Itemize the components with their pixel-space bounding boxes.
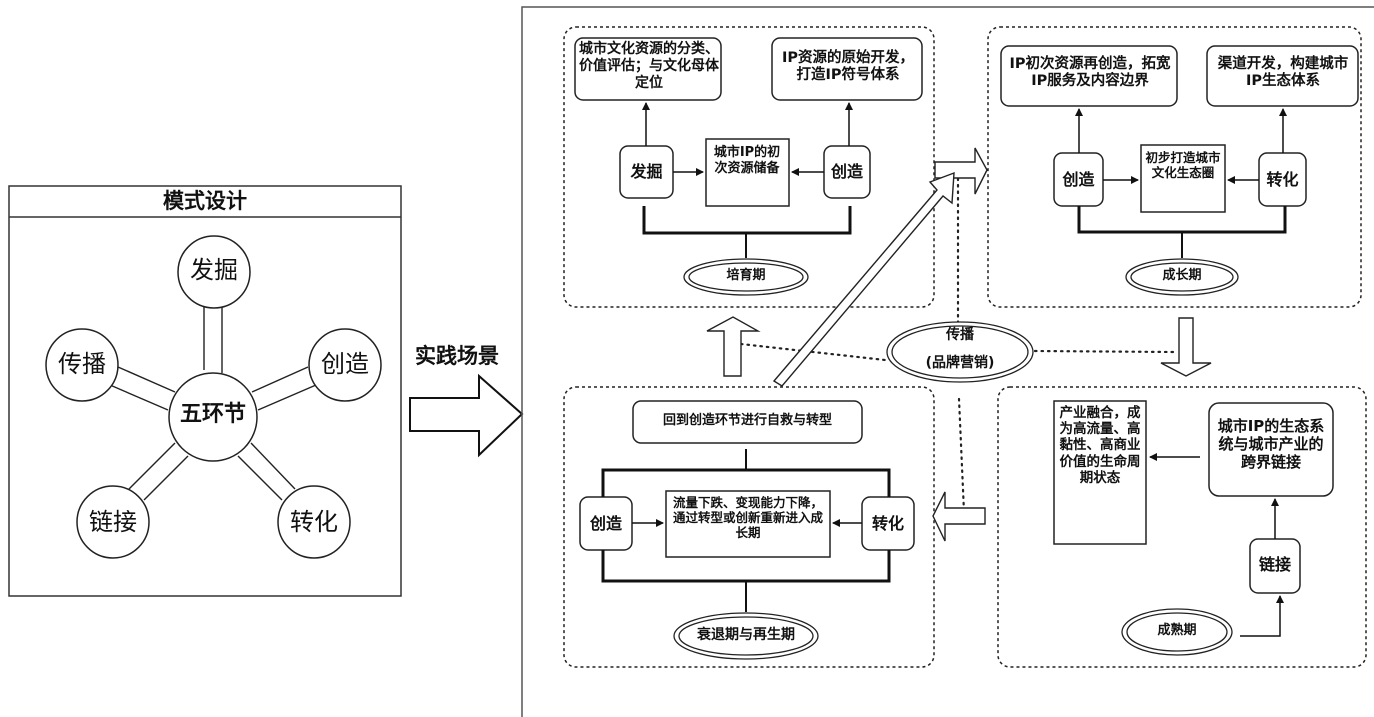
- decline-stage-name: 衰退期与再生期: [697, 627, 795, 643]
- cultivation-graphics: [574, 37, 923, 207]
- cultivation-step-create: 创造: [830, 162, 863, 181]
- star-spokes: [109, 306, 317, 501]
- node-circle-create: [308, 328, 382, 402]
- decline-step-transform: 转化: [871, 514, 904, 533]
- cultivation-left-outcome: 城市文化资源的分类、价值评估；与文化母体定位: [579, 41, 719, 91]
- growth-center: 初步打造城市文化生态圈: [1145, 150, 1221, 180]
- node-transform: 转化: [290, 508, 338, 536]
- node-circle-discover: [177, 235, 251, 309]
- transition-arrows: [706, 147, 1212, 542]
- node-spread: 传播: [58, 350, 106, 378]
- decline-box: [563, 386, 935, 668]
- practice-arrow: [409, 373, 524, 458]
- maturity-link-result: 城市IP的生态系统与城市产业的跨界链接: [1217, 417, 1325, 471]
- node-link: 链接: [89, 508, 137, 536]
- node-circle-link: [76, 485, 150, 559]
- arrow-decline-to-cultivation: [706, 316, 761, 377]
- arrow-maturity-to-decline: [932, 491, 986, 542]
- practice-frame: [521, 6, 1374, 717]
- node-create: 创造: [321, 350, 369, 378]
- cultivation-right-outcome: IP资源的原始开发，打造IP符号体系: [781, 50, 915, 84]
- mode-design-title: 模式设计: [163, 189, 247, 213]
- cultivation-center: 城市IP的初次资源储备: [713, 145, 781, 176]
- stage-boxes: [563, 26, 1367, 668]
- maturity-step-link: 链接: [1258, 555, 1291, 574]
- growth-step-transform: 转化: [1266, 170, 1299, 189]
- maturity-outcome: 产业融合，成为高流量、高黏性、高商业价值的生命周期状态: [1059, 405, 1141, 486]
- node-discover: 发掘: [190, 256, 238, 284]
- maturity-stage-name: 成熟期: [1157, 623, 1197, 638]
- decline-step-create: 创造: [589, 514, 622, 533]
- hub-dotted-links: [739, 170, 1176, 514]
- hub-title: 传播: [946, 327, 974, 343]
- cultivation-stage-name: 培育期: [726, 268, 766, 283]
- maturity-box: [997, 386, 1367, 668]
- node-circle-spread: [45, 328, 119, 402]
- growth-left-outcome: IP初次资源再创造，拓宽IP服务及内容边界: [1009, 56, 1171, 90]
- growth-right-outcome: 渠道开发，构建城市IP生态体系: [1217, 56, 1349, 90]
- cultivation-step-discover: 发掘: [630, 162, 663, 181]
- hub-subtitle: (品牌营销): [925, 355, 995, 371]
- arrow-regeneration-to-growth: [772, 171, 955, 387]
- cultivation-box: [563, 26, 935, 308]
- arrow-growth-to-maturity: [1160, 317, 1212, 377]
- node-circle-transform: [277, 485, 351, 559]
- growth-step-create: 创造: [1062, 170, 1095, 189]
- decline-graphics: [579, 400, 915, 558]
- practice-scene-label: 实践场景: [415, 344, 499, 368]
- growth-box: [987, 26, 1362, 308]
- growth-stage-name: 成长期: [1162, 268, 1202, 283]
- decline-top-action: 回到创造环节进行自救与转型: [662, 413, 832, 428]
- maturity-graphics: [1053, 400, 1334, 594]
- decline-center: 流量下跌、变现能力下降，通过转型或创新重新进入成长期: [672, 495, 823, 540]
- five-links-center: 五环节: [179, 402, 246, 427]
